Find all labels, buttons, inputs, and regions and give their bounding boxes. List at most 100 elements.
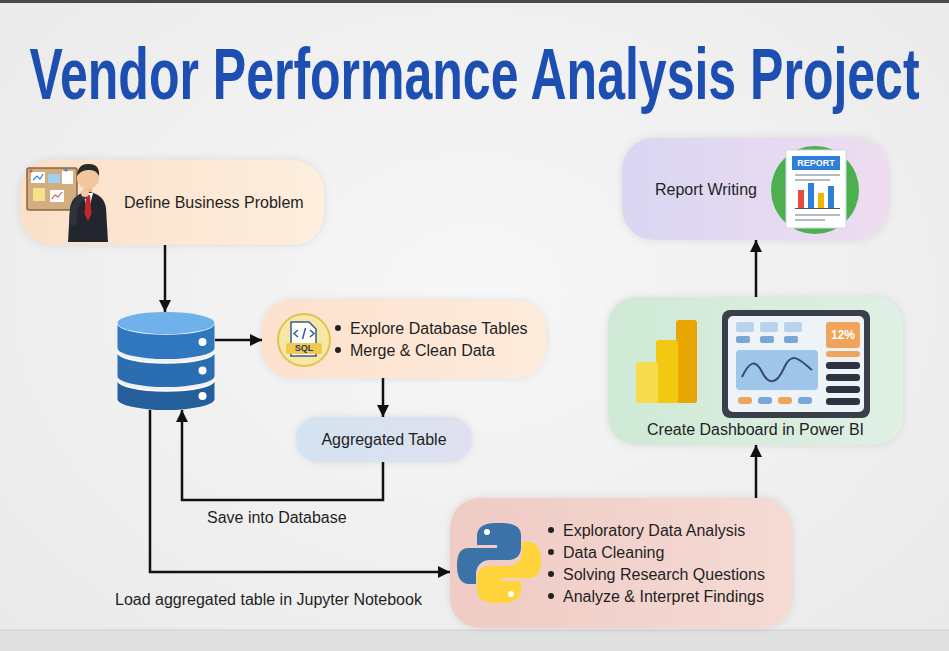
bullet-dot (335, 325, 341, 331)
report-icon-part (795, 214, 840, 216)
flow-arrow (755, 240, 758, 297)
bullet-dot (548, 593, 554, 599)
node-label: Aggregated Table (321, 429, 446, 450)
businessman-illustration-part (85, 195, 92, 221)
text-group: Define Business Problem (124, 192, 304, 213)
bullet-row: Data Cleaning (548, 542, 765, 563)
dashboard-illustration-part (826, 398, 860, 405)
businessman-illustration-part (48, 174, 60, 183)
dashboard-illustration-part (826, 386, 860, 393)
bullet-text: Explore Database Tables (350, 318, 528, 339)
powerbi-logo-part (676, 320, 697, 403)
businessman-illustration-part (33, 188, 45, 201)
dashboard-illustration-part (826, 322, 860, 348)
python-logo-part (484, 529, 490, 535)
database-cylinder-shape-part (199, 338, 207, 346)
database-cylinder (117, 312, 215, 410)
dashboard-illustration-part (784, 322, 802, 332)
dashboard-illustration-part (742, 358, 812, 381)
report-icon-part (792, 156, 840, 170)
report-icon-part (795, 208, 840, 209)
powerbi-logo-part (656, 340, 678, 403)
report-icon (771, 146, 859, 234)
bullet-dot (548, 527, 554, 533)
text-group: Aggregated Table (321, 429, 446, 450)
database-cylinder-shape-part (118, 312, 215, 334)
dashboard-illustration-part (826, 362, 860, 369)
flow-arrow (215, 339, 262, 342)
dashboard-illustration-part (826, 374, 860, 381)
database-cylinder-shape-part (118, 352, 215, 387)
report-icon-part (771, 146, 859, 234)
bullet-row: Explore Database Tables (335, 318, 528, 339)
dashboard-illustration-part (736, 350, 818, 390)
bullet-dot (548, 549, 554, 555)
flow-arrow (164, 245, 167, 312)
bullet-row: Exploratory Data Analysis (548, 520, 765, 541)
process-box: Exploratory Data AnalysisData CleaningSo… (450, 498, 792, 628)
bullet-text: Merge & Clean Data (350, 340, 495, 361)
bullet-row: Merge & Clean Data (335, 340, 528, 361)
database-cylinder-shape-part (118, 380, 215, 410)
icon-label: SQL (286, 343, 322, 354)
edge-label: Load aggregated table in Jupyter Noteboo… (115, 590, 422, 610)
bullet-text: Data Cleaning (563, 542, 664, 563)
powerbi-logo (636, 320, 697, 403)
businessman-illustration-part (73, 196, 83, 222)
dashboard-illustration-part (778, 397, 792, 404)
flow-arrow (755, 445, 758, 498)
report-icon-part (795, 174, 840, 176)
sql-icon-part (286, 343, 322, 354)
businessman-illustration (27, 164, 108, 242)
bullet-dot (335, 347, 341, 353)
bullet-text: Exploratory Data Analysis (563, 520, 745, 541)
businessman-illustration-part (64, 168, 67, 171)
businessman-illustration-part (27, 168, 77, 210)
bullet-row: Analyze & Interpret Findings (548, 586, 765, 607)
database-cylinder-shape-part (199, 367, 207, 375)
report-icon-part (786, 150, 846, 228)
report-icon-part (808, 183, 814, 208)
dashboard-illustration-part (798, 397, 812, 404)
bullet-dot (548, 571, 554, 577)
python-logo-part (508, 591, 514, 597)
diagram-title: Vendor Performance Analysis Project (29, 34, 919, 117)
businessman-illustration-part (68, 192, 108, 242)
bottom-band (0, 630, 949, 651)
dashboard-illustration-part (784, 336, 798, 343)
node-label: Define Business Problem (124, 192, 304, 213)
python-logo-part (477, 542, 541, 603)
kpi-value: 12% (826, 322, 860, 348)
text-group: Exploratory Data AnalysisData CleaningSo… (548, 520, 765, 607)
flow-arrow (382, 378, 385, 417)
dashboard-illustration-part (760, 322, 778, 332)
node-label: Report Writing (655, 179, 757, 200)
dashboard-illustration-part (738, 397, 752, 404)
text-group: Explore Database TablesMerge & Clean Dat… (335, 318, 528, 361)
bullet-row: Solving Research Questions (548, 564, 765, 585)
database-cylinder-shape (117, 312, 215, 410)
businessman-illustration-part (31, 172, 45, 183)
data-box: Aggregated Table (296, 417, 472, 462)
dashboard-illustration-part (722, 310, 870, 418)
businessman-illustration-part (77, 164, 99, 176)
database-cylinder-shape-part (118, 352, 215, 363)
businessman-illustration-part (33, 174, 43, 180)
dashboard-illustration-part (758, 397, 772, 404)
dashboard-illustration-part (760, 336, 774, 343)
report-icon-part (795, 219, 825, 221)
text-group: Report Writing (655, 179, 757, 200)
icon-label: REPORT (792, 156, 840, 170)
python-logo (457, 523, 541, 603)
dashboard-illustration-part (826, 351, 860, 357)
sql-icon (278, 314, 330, 366)
businessman-illustration-part (50, 190, 64, 202)
database-cylinder-shape-part (118, 380, 215, 391)
businessman-illustration-part (29, 169, 32, 172)
bullet-text: Solving Research Questions (563, 564, 765, 585)
node-label: Create Dashboard in Power BI (647, 419, 864, 440)
dashboard-illustration-part (736, 336, 750, 343)
report-icon-part (828, 186, 834, 208)
dashboard-illustration-part (736, 322, 754, 332)
